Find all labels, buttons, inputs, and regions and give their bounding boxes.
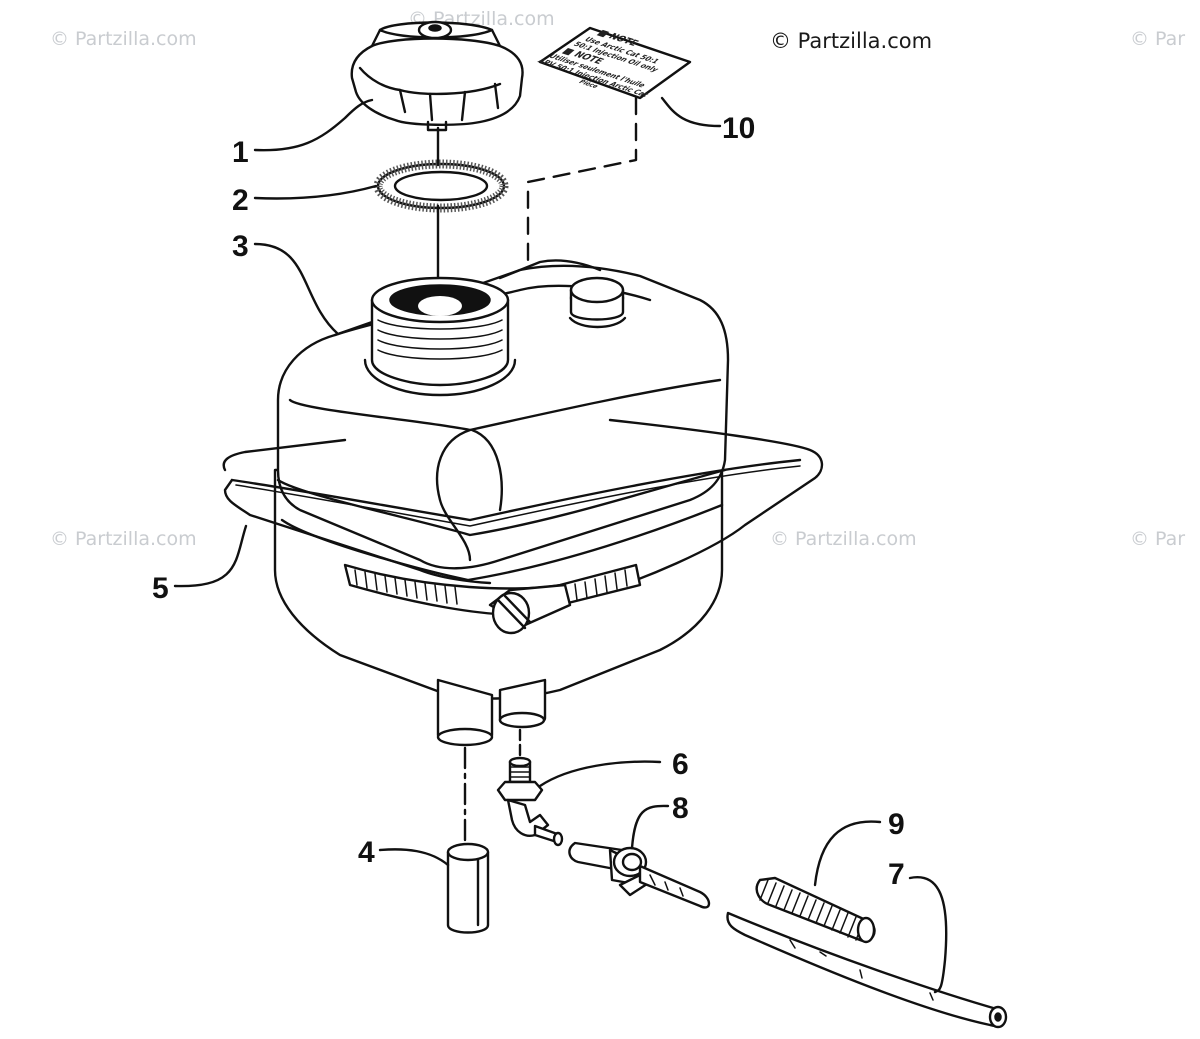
leader-9	[813, 820, 882, 887]
leader-10	[660, 96, 722, 128]
callout-2: 2	[232, 184, 249, 217]
leader-2	[253, 184, 378, 200]
part-gasket	[373, 159, 509, 213]
part-tank	[273, 259, 730, 747]
callout-8: 8	[672, 792, 689, 825]
callout-9: 9	[888, 808, 905, 841]
leader-7	[908, 876, 948, 994]
part-hose-clamp	[568, 841, 652, 897]
decal-text-7: Pièce	[577, 78, 601, 89]
leader-3	[253, 242, 340, 336]
watermarks: © Partzilla.com © Partzilla.com © Par © …	[50, 8, 1185, 550]
copyright-text: © Partzilla.com	[770, 29, 932, 53]
watermark-mid-right: © Partzilla.com	[770, 528, 917, 550]
part-cap	[350, 20, 524, 132]
callout-10: 10	[722, 112, 755, 145]
watermark-top-right: © Par	[1130, 28, 1185, 50]
callout-7: 7	[888, 858, 905, 891]
leader-6	[538, 760, 662, 788]
part-hose	[638, 864, 1008, 1029]
leader-4	[378, 848, 450, 867]
callout-6: 6	[672, 748, 689, 781]
part-strap	[222, 418, 824, 635]
leader-8	[630, 804, 670, 850]
callout-numbers: 1 2 3 4 5 6 7 8 9 10	[152, 112, 905, 891]
watermark-mid-far-right: © Par	[1130, 528, 1185, 550]
leader-1	[253, 98, 374, 152]
leader-lines	[173, 96, 948, 994]
part-decal: ■ NOTE Use Arctic Cat 50:1 50:1 Injectio…	[526, 26, 692, 392]
watermark-top-left: © Partzilla.com	[50, 28, 197, 50]
leader-5	[173, 524, 248, 588]
watermark-mid-left: © Partzilla.com	[50, 528, 197, 550]
callout-1: 1	[232, 136, 249, 169]
part-sleeve	[446, 842, 490, 934]
callout-5: 5	[152, 572, 169, 605]
part-spring	[755, 876, 876, 944]
callout-3: 3	[232, 230, 249, 263]
callout-4: 4	[358, 836, 375, 869]
part-elbow-fitting	[496, 756, 564, 847]
